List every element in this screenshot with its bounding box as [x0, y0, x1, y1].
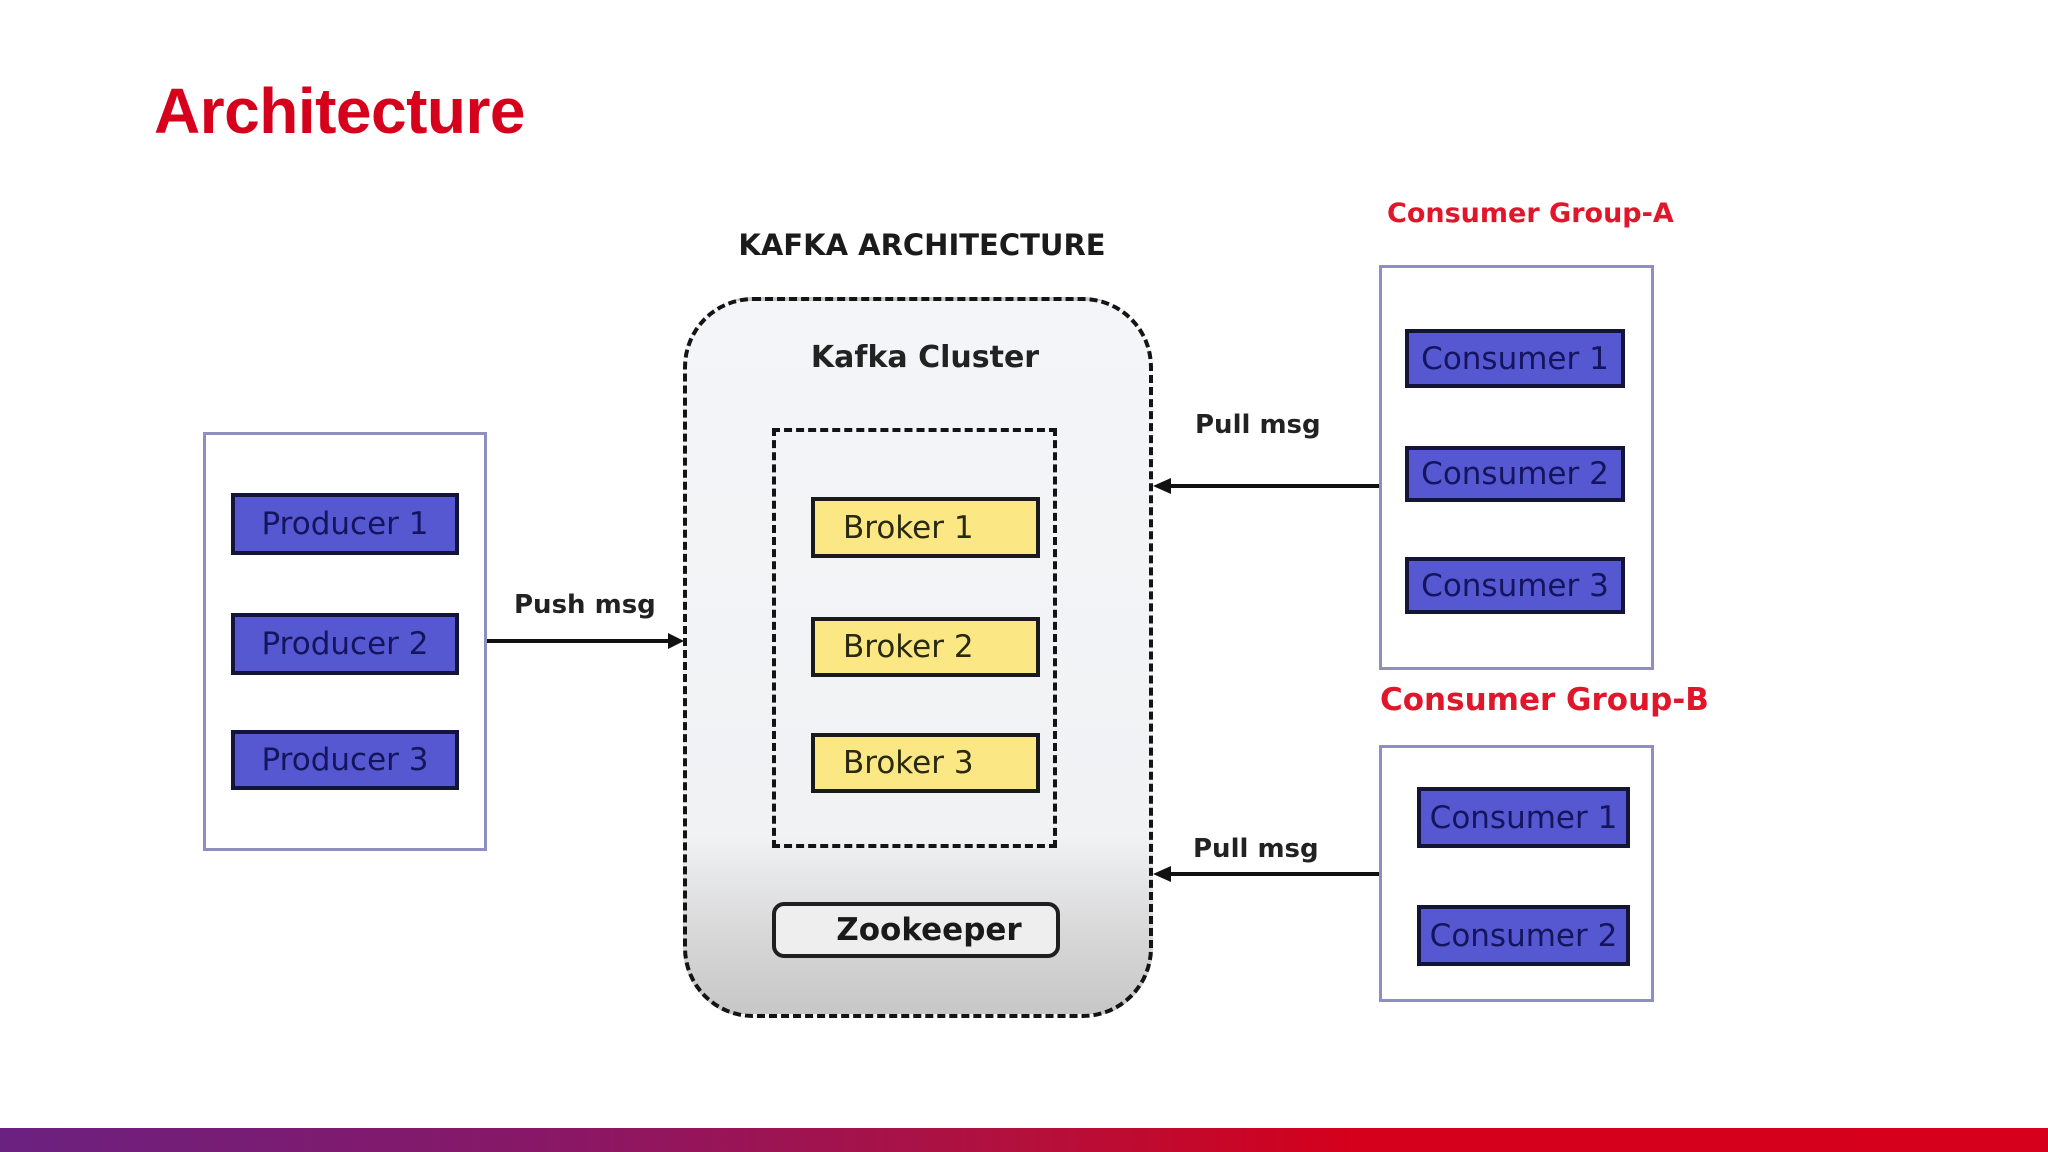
broker-box: Broker 3: [811, 733, 1040, 793]
producer-box: Producer 1: [231, 493, 459, 555]
brokers-group: [772, 428, 1057, 848]
push-arrowhead-icon: [668, 633, 684, 649]
pull-arrow-b: [1166, 872, 1379, 876]
kafka-cluster-label: Kafka Cluster: [810, 340, 1040, 375]
push-arrow: [487, 639, 671, 643]
pull-msg-label-b: Pull msg: [1193, 834, 1319, 864]
consumer-group-b-label: Consumer Group-B: [1380, 682, 1709, 718]
zookeeper-box: Zookeeper: [772, 902, 1060, 958]
consumer-group-a-label: Consumer Group-A: [1387, 198, 1674, 229]
pull-arrowhead-a-icon: [1153, 478, 1171, 494]
broker-box: Broker 1: [811, 497, 1040, 558]
consumer-box: Consumer 1: [1417, 787, 1630, 848]
broker-box: Broker 2: [811, 617, 1040, 677]
pull-msg-label-a: Pull msg: [1195, 410, 1321, 440]
producer-box: Producer 3: [231, 730, 459, 790]
pull-arrowhead-b-icon: [1153, 866, 1171, 882]
consumer-box: Consumer 3: [1405, 557, 1625, 614]
slide-title: Architecture: [154, 75, 526, 147]
producer-box: Producer 2: [231, 613, 459, 675]
consumer-box: Consumer 2: [1417, 905, 1630, 966]
pull-arrow-a: [1166, 484, 1379, 488]
bottom-accent-bar: [0, 1128, 2048, 1152]
diagram-title: KAFKA ARCHITECTURE: [738, 228, 1106, 262]
consumer-box: Consumer 2: [1405, 446, 1625, 502]
consumer-box: Consumer 1: [1405, 329, 1625, 388]
push-msg-label: Push msg: [514, 590, 656, 620]
